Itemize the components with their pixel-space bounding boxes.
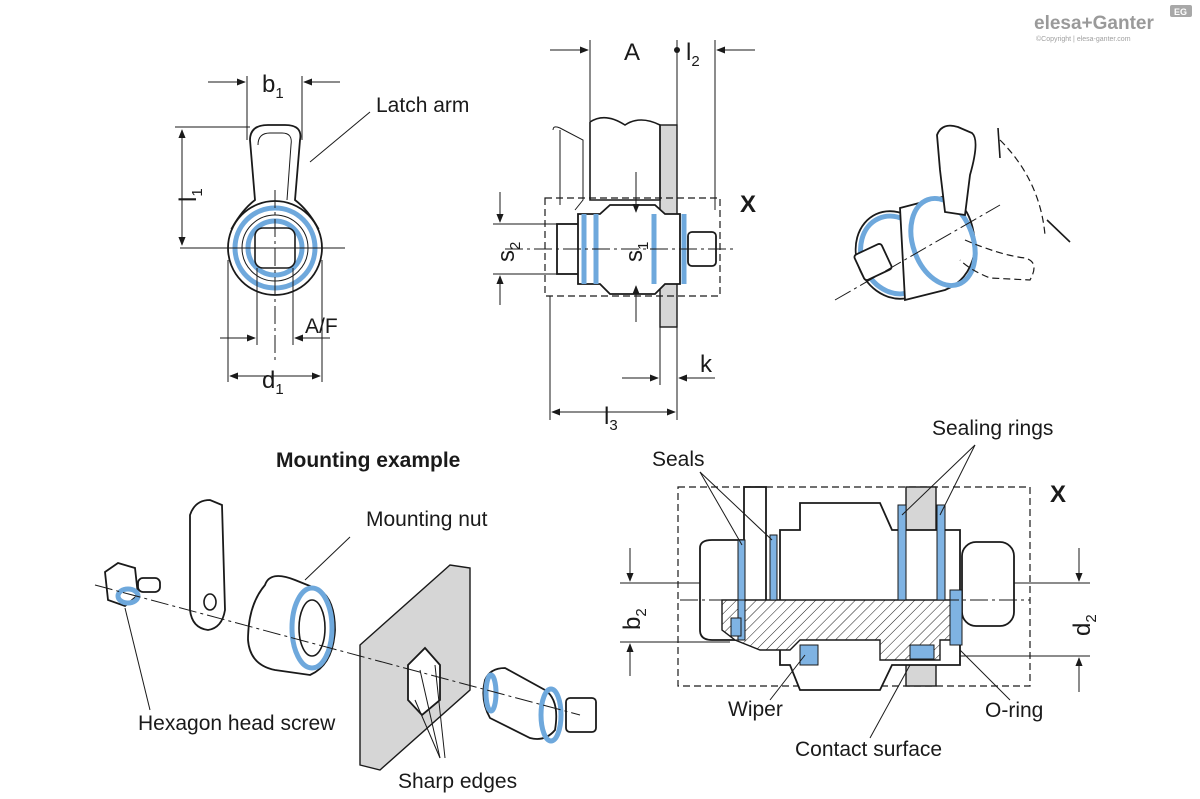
side-view: A l2 X s2 s1 k l3 [493,39,756,434]
svg-text:Mounting nut: Mounting nut [366,508,488,531]
svg-text:Wiper: Wiper [728,698,783,721]
svg-text:EG: EG [1174,7,1187,17]
svg-text:Sharp edges: Sharp edges [398,770,517,793]
svg-text:s2: s2 [493,242,524,262]
mounting-example: Mounting example Mounting nut Hexagon he… [94,449,597,793]
svg-text:l1: l1 [175,188,206,202]
panel-cutout [407,646,441,717]
door-section [589,116,661,201]
svg-text:O-ring: O-ring [985,699,1043,722]
detail-box [544,197,721,297]
mounting-latch-arm [189,499,226,631]
svg-text:X: X [740,191,756,218]
svg-text:elesa+Ganter: elesa+Ganter [1034,13,1154,34]
svg-text:l3: l3 [604,403,618,434]
svg-text:b1: b1 [262,71,284,102]
svg-text:b2: b2 [619,608,650,630]
svg-text:d2: d2 [1069,614,1100,636]
svg-text:©Copyright | elesa-ganter.com: ©Copyright | elesa-ganter.com [1036,35,1131,43]
svg-text:d1: d1 [262,367,284,398]
mounting-title: Mounting example [276,449,460,472]
perspective-view [834,124,1071,302]
svg-text:Seals: Seals [652,448,705,471]
brand-logo: elesa+Ganter EG ©Copyright | elesa-gante… [1034,5,1192,43]
badge-box [1170,5,1192,17]
detail-shaft [961,541,1015,627]
svg-text:l2: l2 [686,39,700,70]
svg-text:A/F: A/F [305,315,338,338]
svg-text:k: k [700,351,713,378]
svg-text:Contact surface: Contact surface [795,738,942,761]
svg-text:X: X [1050,481,1066,508]
detail-x-section: X b2 d2 Seals Seali [619,417,1100,761]
svg-text:Hexagon head screw: Hexagon head screw [138,712,336,735]
svg-text:A: A [624,39,640,66]
perspective-latch [936,124,977,217]
front-view: b1 l1 Latch arm A/F d1 [175,71,469,398]
svg-text:Latch arm: Latch arm [376,94,469,117]
svg-text:s1: s1 [621,242,652,262]
latch-arm-inner [257,132,292,201]
svg-text:Sealing rings: Sealing rings [932,417,1053,440]
